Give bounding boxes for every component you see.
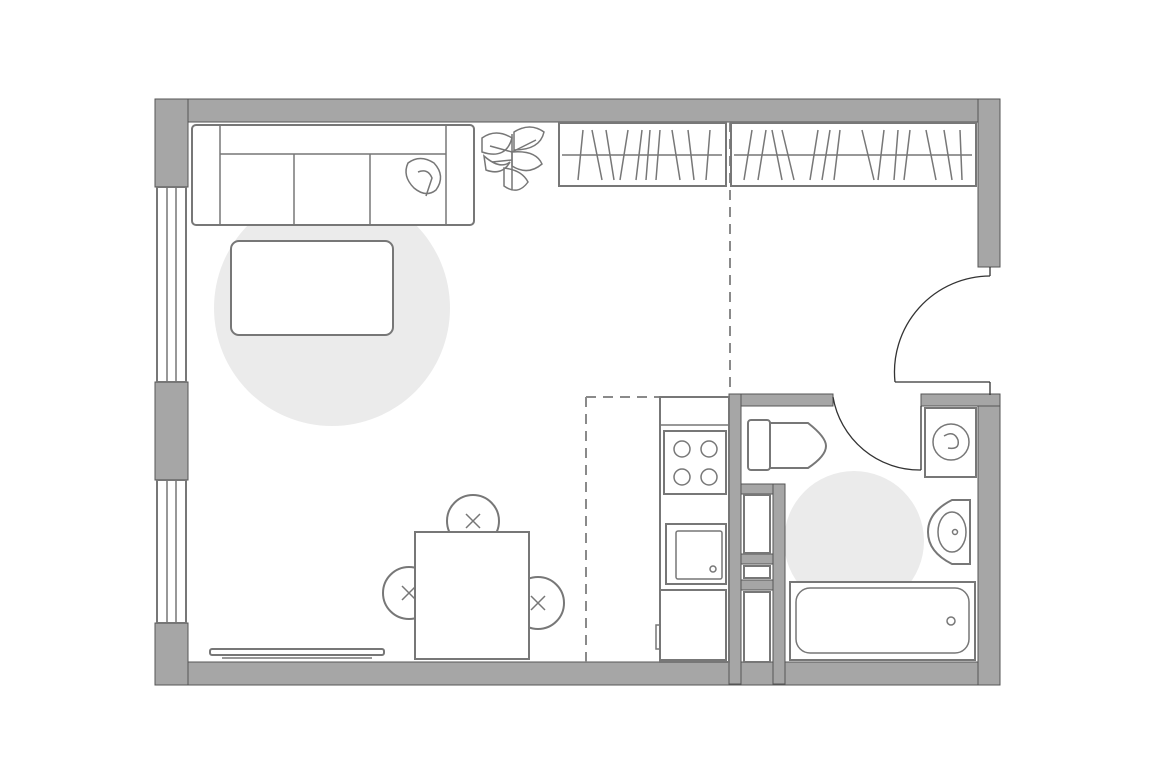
bathroom-walls [728, 393, 1001, 685]
washing-machine [924, 407, 977, 478]
dining-table [414, 531, 530, 660]
windows [156, 186, 187, 624]
window-upper [156, 186, 187, 383]
bathtub [789, 581, 976, 661]
window-lower [156, 479, 187, 624]
sofa [191, 124, 475, 226]
bathroom-door [832, 396, 922, 471]
washbasin [926, 499, 971, 565]
coffee-table [230, 240, 394, 336]
radiator [209, 648, 385, 659]
zone-dividers [585, 122, 731, 662]
exterior-walls [154, 98, 1001, 686]
bathroom-activity-zone [784, 471, 924, 611]
toilet [747, 419, 828, 471]
fridge [655, 589, 727, 661]
cooktop [663, 430, 727, 495]
wardrobe-left [558, 122, 727, 187]
houseplant-icon [481, 126, 545, 191]
entrance-door [893, 267, 991, 395]
wardrobe-right [730, 122, 977, 187]
cushion [405, 157, 442, 197]
kitchen-sink [665, 523, 727, 585]
